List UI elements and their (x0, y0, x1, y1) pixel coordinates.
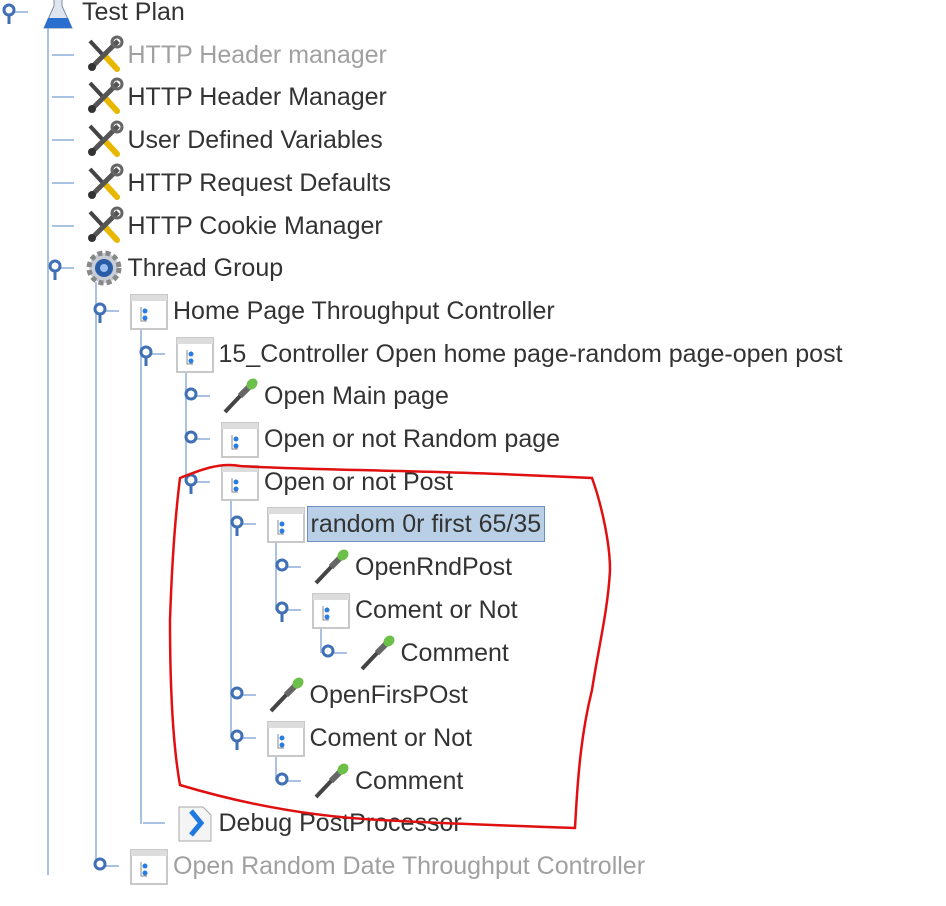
tree-node-label[interactable]: User Defined Variables (127, 126, 383, 155)
tree-node-label[interactable]: HTTP Request Defaults (127, 168, 392, 197)
tools-icon (84, 163, 124, 203)
tree-node-label[interactable]: Comment (400, 638, 509, 667)
collapse-handle-icon[interactable] (228, 726, 258, 750)
sampler-icon (357, 633, 397, 673)
tree-branch-line (51, 139, 74, 142)
tree-node-label[interactable]: Open Main page (264, 382, 449, 411)
collapse-handle-icon[interactable] (228, 512, 258, 537)
tools-icon (84, 77, 124, 117)
controller-icon (311, 590, 351, 630)
tree-node-label[interactable]: Debug PostProcessor (218, 809, 462, 838)
tree-branch-line (142, 822, 165, 825)
tree-node-label[interactable]: Coment or Not (309, 723, 473, 752)
tree-node-label[interactable]: Open or not Post (264, 467, 454, 496)
tree-node-label[interactable]: Comment (355, 766, 464, 795)
controller-icon (266, 718, 306, 758)
expand-handle-icon[interactable] (182, 427, 212, 451)
tree-node-label[interactable]: Test Plan (82, 0, 185, 26)
tree-branch-line (51, 96, 74, 99)
sampler-icon (311, 761, 351, 801)
tree-node-label[interactable]: random 0r first 65/35 (306, 506, 546, 543)
flask-icon (38, 0, 78, 32)
tree-node-label[interactable]: OpenRndPost (355, 553, 513, 582)
controller-icon (129, 846, 169, 886)
sampler-icon (266, 675, 306, 715)
controller-icon (266, 504, 306, 544)
tree-node-label[interactable]: OpenFirsPOst (309, 681, 468, 710)
expand-handle-icon[interactable] (319, 641, 349, 665)
tools-icon (84, 35, 124, 75)
tree-node-label[interactable]: Thread Group (127, 254, 284, 283)
controller-icon (220, 462, 260, 502)
expand-handle-icon[interactable] (273, 769, 303, 793)
collapse-handle-icon[interactable] (0, 0, 30, 24)
collapse-handle-icon[interactable] (91, 299, 121, 323)
gear-icon (84, 248, 124, 288)
collapse-handle-icon[interactable] (46, 256, 76, 281)
sampler-icon (311, 547, 351, 587)
debug-icon (175, 803, 215, 843)
expand-handle-icon[interactable] (91, 854, 121, 878)
tree-node-label[interactable]: Open Random Date Throughput Controller (173, 852, 646, 880)
tree-node-label[interactable]: HTTP Header manager (127, 40, 387, 69)
expand-handle-icon[interactable] (228, 683, 258, 707)
tree-node-label[interactable]: HTTP Header Manager (127, 83, 387, 112)
tree-node-label[interactable]: HTTP Cookie Manager (127, 211, 383, 240)
expand-handle-icon[interactable] (182, 384, 212, 408)
tools-icon (84, 206, 124, 246)
tree-node-label[interactable]: Open or not Random page (264, 425, 561, 453)
tools-icon (84, 120, 124, 160)
tree-branch-line (51, 181, 74, 184)
tree-branch-line (51, 224, 74, 227)
collapse-handle-icon[interactable] (273, 598, 303, 622)
collapse-handle-icon[interactable] (137, 342, 167, 366)
tree-node-label[interactable]: Coment or Not (355, 595, 518, 624)
tree-node-label[interactable]: Home Page Throughput Controller (173, 296, 555, 325)
controller-icon (220, 419, 260, 459)
tree-node-label[interactable]: 15_Controller Open home page-random page… (218, 339, 843, 368)
controller-icon (175, 334, 215, 374)
expand-handle-icon[interactable] (273, 555, 303, 579)
sampler-icon (220, 376, 260, 416)
tree-branch-line (51, 53, 74, 56)
controller-icon (129, 291, 169, 331)
collapse-handle-icon[interactable] (182, 470, 212, 494)
